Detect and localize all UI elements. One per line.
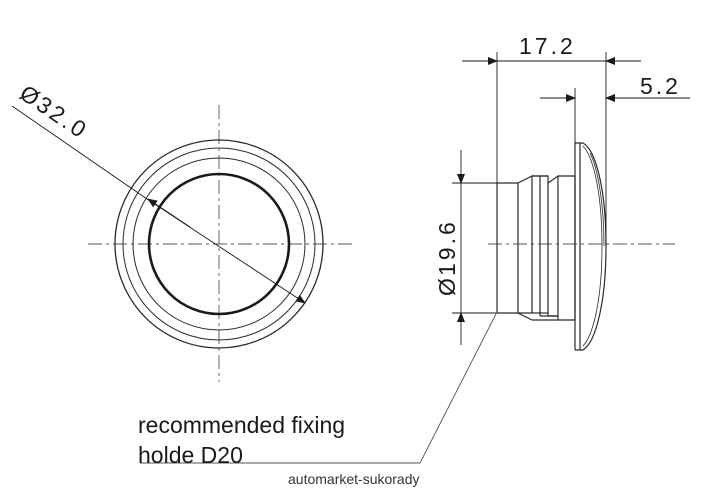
diameter-leader-line — [11, 105, 148, 200]
cap-head — [574, 142, 607, 351]
dim-shank-diameter: Ø 19.6 — [434, 150, 497, 345]
note-line-1: recommended fixing — [138, 412, 345, 438]
cap-thickness-label: 5.2 — [640, 73, 681, 99]
note-leader-line — [140, 311, 498, 464]
watermark-text: automarket-sukorady — [288, 471, 420, 487]
shank-diameter-symbol: Ø — [434, 278, 460, 296]
front-diameter-value: 32.0 — [32, 91, 94, 144]
shank-body — [496, 174, 576, 321]
side-view: 17.2 5.2 Ø 19.6 — [140, 33, 690, 464]
shank-diameter-value: 19.6 — [434, 219, 460, 276]
dim-length-total: 17.2 — [462, 33, 641, 246]
note-line-2: holde D20 — [138, 442, 243, 468]
second-rim-circle — [122, 147, 316, 341]
length-total-label: 17.2 — [519, 33, 576, 59]
front-view: Ø 32.0 — [11, 80, 352, 382]
dim-cap-thickness: 5.2 — [540, 73, 690, 143]
diameter-dimension-arrow-start — [147, 198, 191, 228]
third-rim-circle — [132, 157, 306, 331]
outer-rim-circle — [114, 139, 324, 349]
inner-cap-circle — [147, 172, 291, 316]
